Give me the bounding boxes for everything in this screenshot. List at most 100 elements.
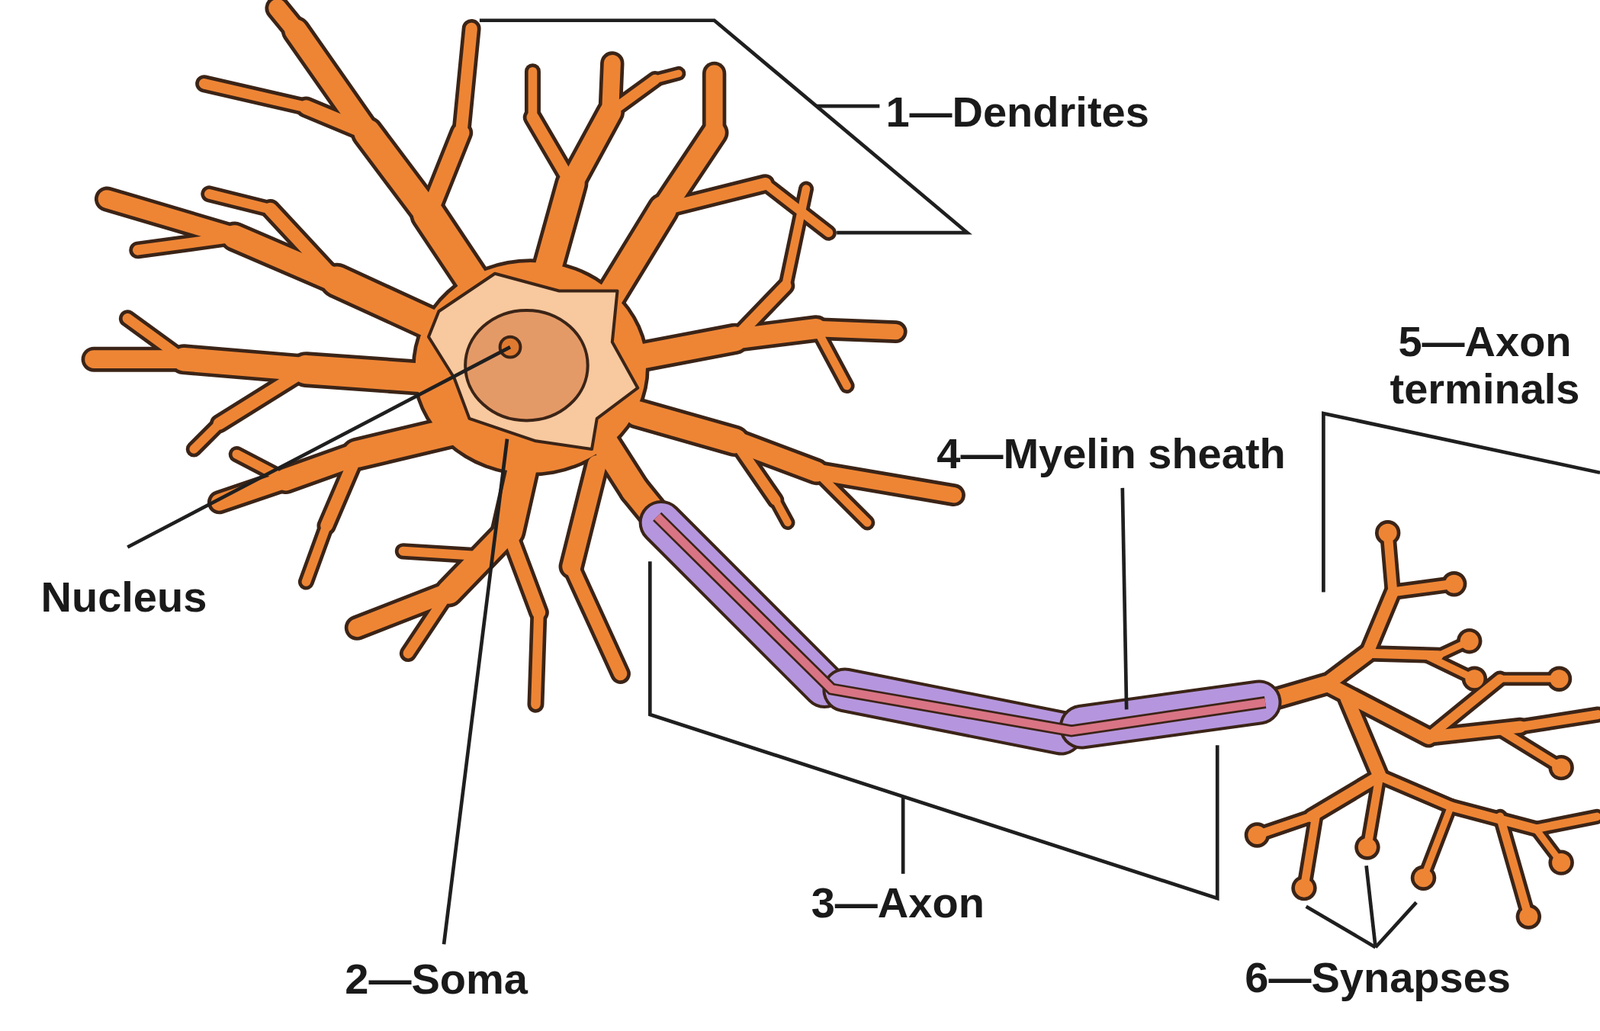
neuron-branch [193,424,219,450]
neuron-branch [507,530,539,613]
neuron-fill [93,8,1598,926]
terminals-bracket [1323,413,1600,592]
neuron-branch [816,328,847,386]
terminal-bulb [1516,903,1542,929]
neuron-branch [219,369,307,425]
dendrites-leader [816,104,880,109]
neuron-branch [219,369,307,425]
terminal-bulb [1291,875,1317,901]
neuron-branch [277,8,296,31]
neuron-branch [270,208,338,281]
terminal-bulb [1410,864,1437,890]
neuron-branch [637,413,735,441]
neuron-branch [528,71,538,118]
neuron-branch [1520,714,1599,727]
part-label: 4—Myelin sheath [936,430,1286,479]
neuron-branch [1428,678,1501,737]
neuron-branch [507,454,526,531]
neuron-branch [702,73,727,133]
neuron-branch [1500,729,1562,768]
neuron-branch [408,591,450,653]
nucleolus-dot [500,337,521,358]
axon-core-outline [657,516,1266,731]
neuron-branch [461,28,472,133]
part-label: 2—Soma [344,956,528,1004]
terminal-bulb [1465,669,1484,688]
neuron-branch [637,413,735,441]
leader-lines [127,20,1600,948]
neuron-branch [428,132,462,215]
cell-body-region [428,273,638,450]
nucleus-shape [465,310,588,421]
neuron-branch [535,612,539,704]
neuron-branch [507,530,539,613]
neuron-outline [93,8,1598,930]
neuron-branch [356,428,464,454]
neuron-branch [1535,816,1597,829]
synapse-leader [1366,865,1376,948]
neuron-branch [1500,816,1529,917]
neuron-branch [535,612,539,704]
neuron-branch [1535,816,1597,829]
neuron-branch [607,208,664,301]
neuron-branch [356,428,464,454]
terminal-bulb [1358,838,1377,857]
neuron-branch [816,328,896,332]
neuron-branch [571,566,621,675]
synapse-leader [1375,902,1417,948]
myelin-drawing [657,516,1266,733]
neuron-branch [775,500,788,523]
neuron-branch [1500,729,1562,768]
neuron-branch [816,328,896,332]
terminal-bulb [1549,669,1568,688]
neuron-branch [546,183,572,276]
axon-core [657,516,1266,731]
neuron-branch [403,551,486,557]
synapse-leader [1306,906,1376,948]
terminal-bulb [1378,523,1398,543]
neuron-branch [204,83,307,108]
part-label: 5—Axon terminals [1374,318,1596,412]
neuron-branch [461,28,472,133]
myelin-leader [1122,488,1127,710]
neuron-branch [1392,584,1454,593]
neuron-branch [1500,816,1529,917]
neuron-branch [1367,775,1380,848]
neuron-branch [1346,698,1380,777]
neuron-branch [532,117,572,184]
neuron-branch [546,183,572,276]
nucleus-leader [127,346,511,547]
part-label: Nucleus [41,573,208,621]
neuron-branch [127,318,184,360]
neuron-branch [507,454,526,531]
neuron-branch [295,30,368,133]
terminal-bulb [1375,520,1401,546]
neuron-branch [734,440,776,501]
neuron-branch [571,112,611,184]
neuron-branch [367,132,429,215]
neuron-branch [305,369,449,380]
terminal-bulb [1445,575,1464,594]
neuron-branch [785,189,807,286]
neuron-branch [524,71,541,118]
terminal-bulb [1551,758,1571,778]
terminal-bulb [1247,825,1266,845]
neuron-branch [571,464,597,567]
part-label: 1—Dendrites [885,88,1149,136]
terminal-bulb [1441,571,1467,597]
part-label: 6—Synapses [1244,954,1511,1002]
terminal-bulb [1551,853,1571,872]
part-label: 3—Axon [811,879,985,927]
neuron-branch [571,464,597,567]
terminal-bulb [1413,868,1433,887]
terminal-bulb [1456,628,1482,654]
axon-leader [901,796,906,874]
neuron-branch [663,183,766,209]
neuron-branch [1423,806,1452,879]
neuron-branch [655,73,679,80]
terminal-bulb [1244,822,1270,848]
neuron-branch [305,369,449,380]
neuron-drawing [93,8,1598,930]
axon-bracket [649,561,1218,899]
